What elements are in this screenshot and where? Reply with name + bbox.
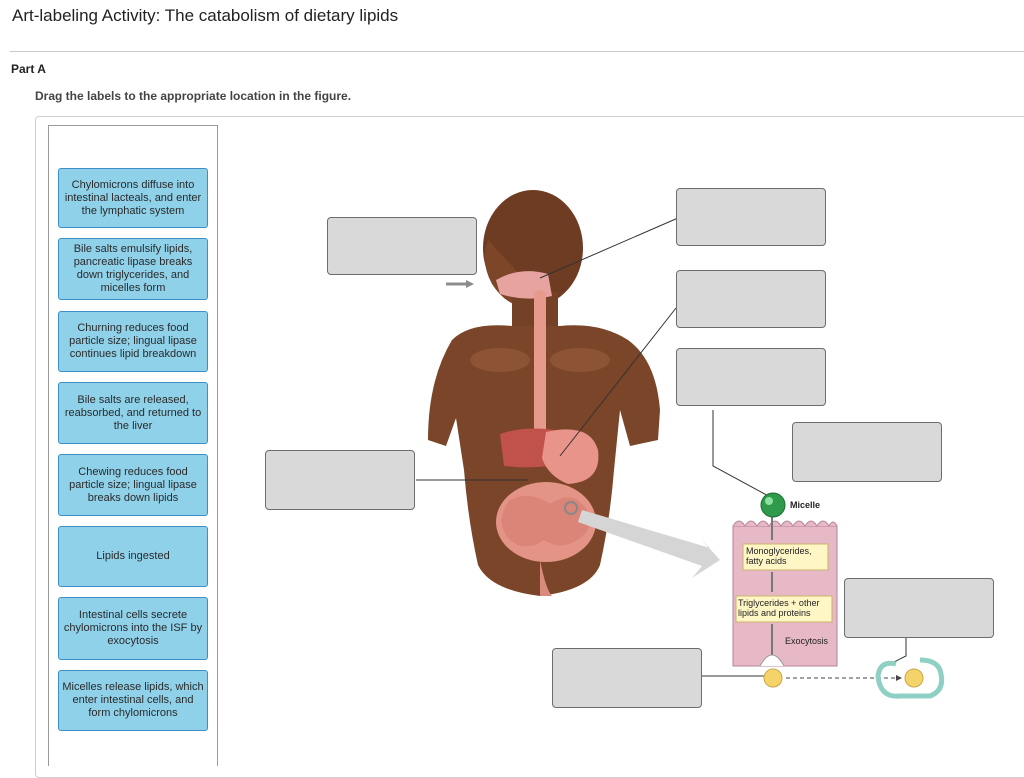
exocytosis-label: Exocytosis: [785, 636, 829, 646]
lipids-proteins-line: lipids and proteins: [738, 608, 811, 618]
drop-target-5[interactable]: [792, 422, 942, 482]
drop-target-3[interactable]: [676, 270, 826, 328]
label-chewing[interactable]: Chewing reduces food particle size; ling…: [58, 454, 208, 516]
triglycerides-line: Triglycerides + other: [738, 598, 820, 608]
fatty-acids-line: fatty acids: [746, 556, 787, 566]
triglycerides-label: Triglycerides + other lipids and protein…: [738, 598, 819, 618]
label-micelles-release[interactable]: Micelles release lipids, which enter int…: [58, 670, 208, 731]
drop-target-8[interactable]: [552, 648, 702, 708]
drop-target-4[interactable]: [676, 348, 826, 406]
drop-target-1[interactable]: [327, 217, 477, 275]
digestive-figure: [416, 190, 945, 699]
label-chylomicrons-lacteals[interactable]: Chylomicrons diffuse into intestinal lac…: [58, 168, 208, 228]
monoglycerides-line: Monoglycerides,: [746, 546, 812, 556]
label-lipids-ingested[interactable]: Lipids ingested: [58, 526, 208, 587]
drop-target-6[interactable]: [265, 450, 415, 510]
label-bile-salts-released[interactable]: Bile salts are released, reabsorbed, and…: [58, 382, 208, 444]
label-intestinal-cells-secrete[interactable]: Intestinal cells secrete chylomicrons in…: [58, 597, 208, 660]
drop-target-2[interactable]: [676, 188, 826, 246]
drop-target-7[interactable]: [844, 578, 994, 638]
header-divider: [10, 51, 1024, 52]
label-bile-salts-emulsify[interactable]: Bile salts emulsify lipids, pancreatic l…: [58, 238, 208, 300]
monoglycerides-label: Monoglycerides, fatty acids: [746, 546, 812, 566]
instruction-text: Drag the labels to the appropriate locat…: [35, 89, 352, 103]
micelle-label: Micelle: [790, 500, 821, 510]
part-heading: Part A: [11, 62, 46, 76]
label-churning[interactable]: Churning reduces food particle size; lin…: [58, 311, 208, 372]
page-title: Art-labeling Activity: The catabolism of…: [12, 6, 399, 25]
intestinal-cell-illustration: [732, 516, 838, 667]
